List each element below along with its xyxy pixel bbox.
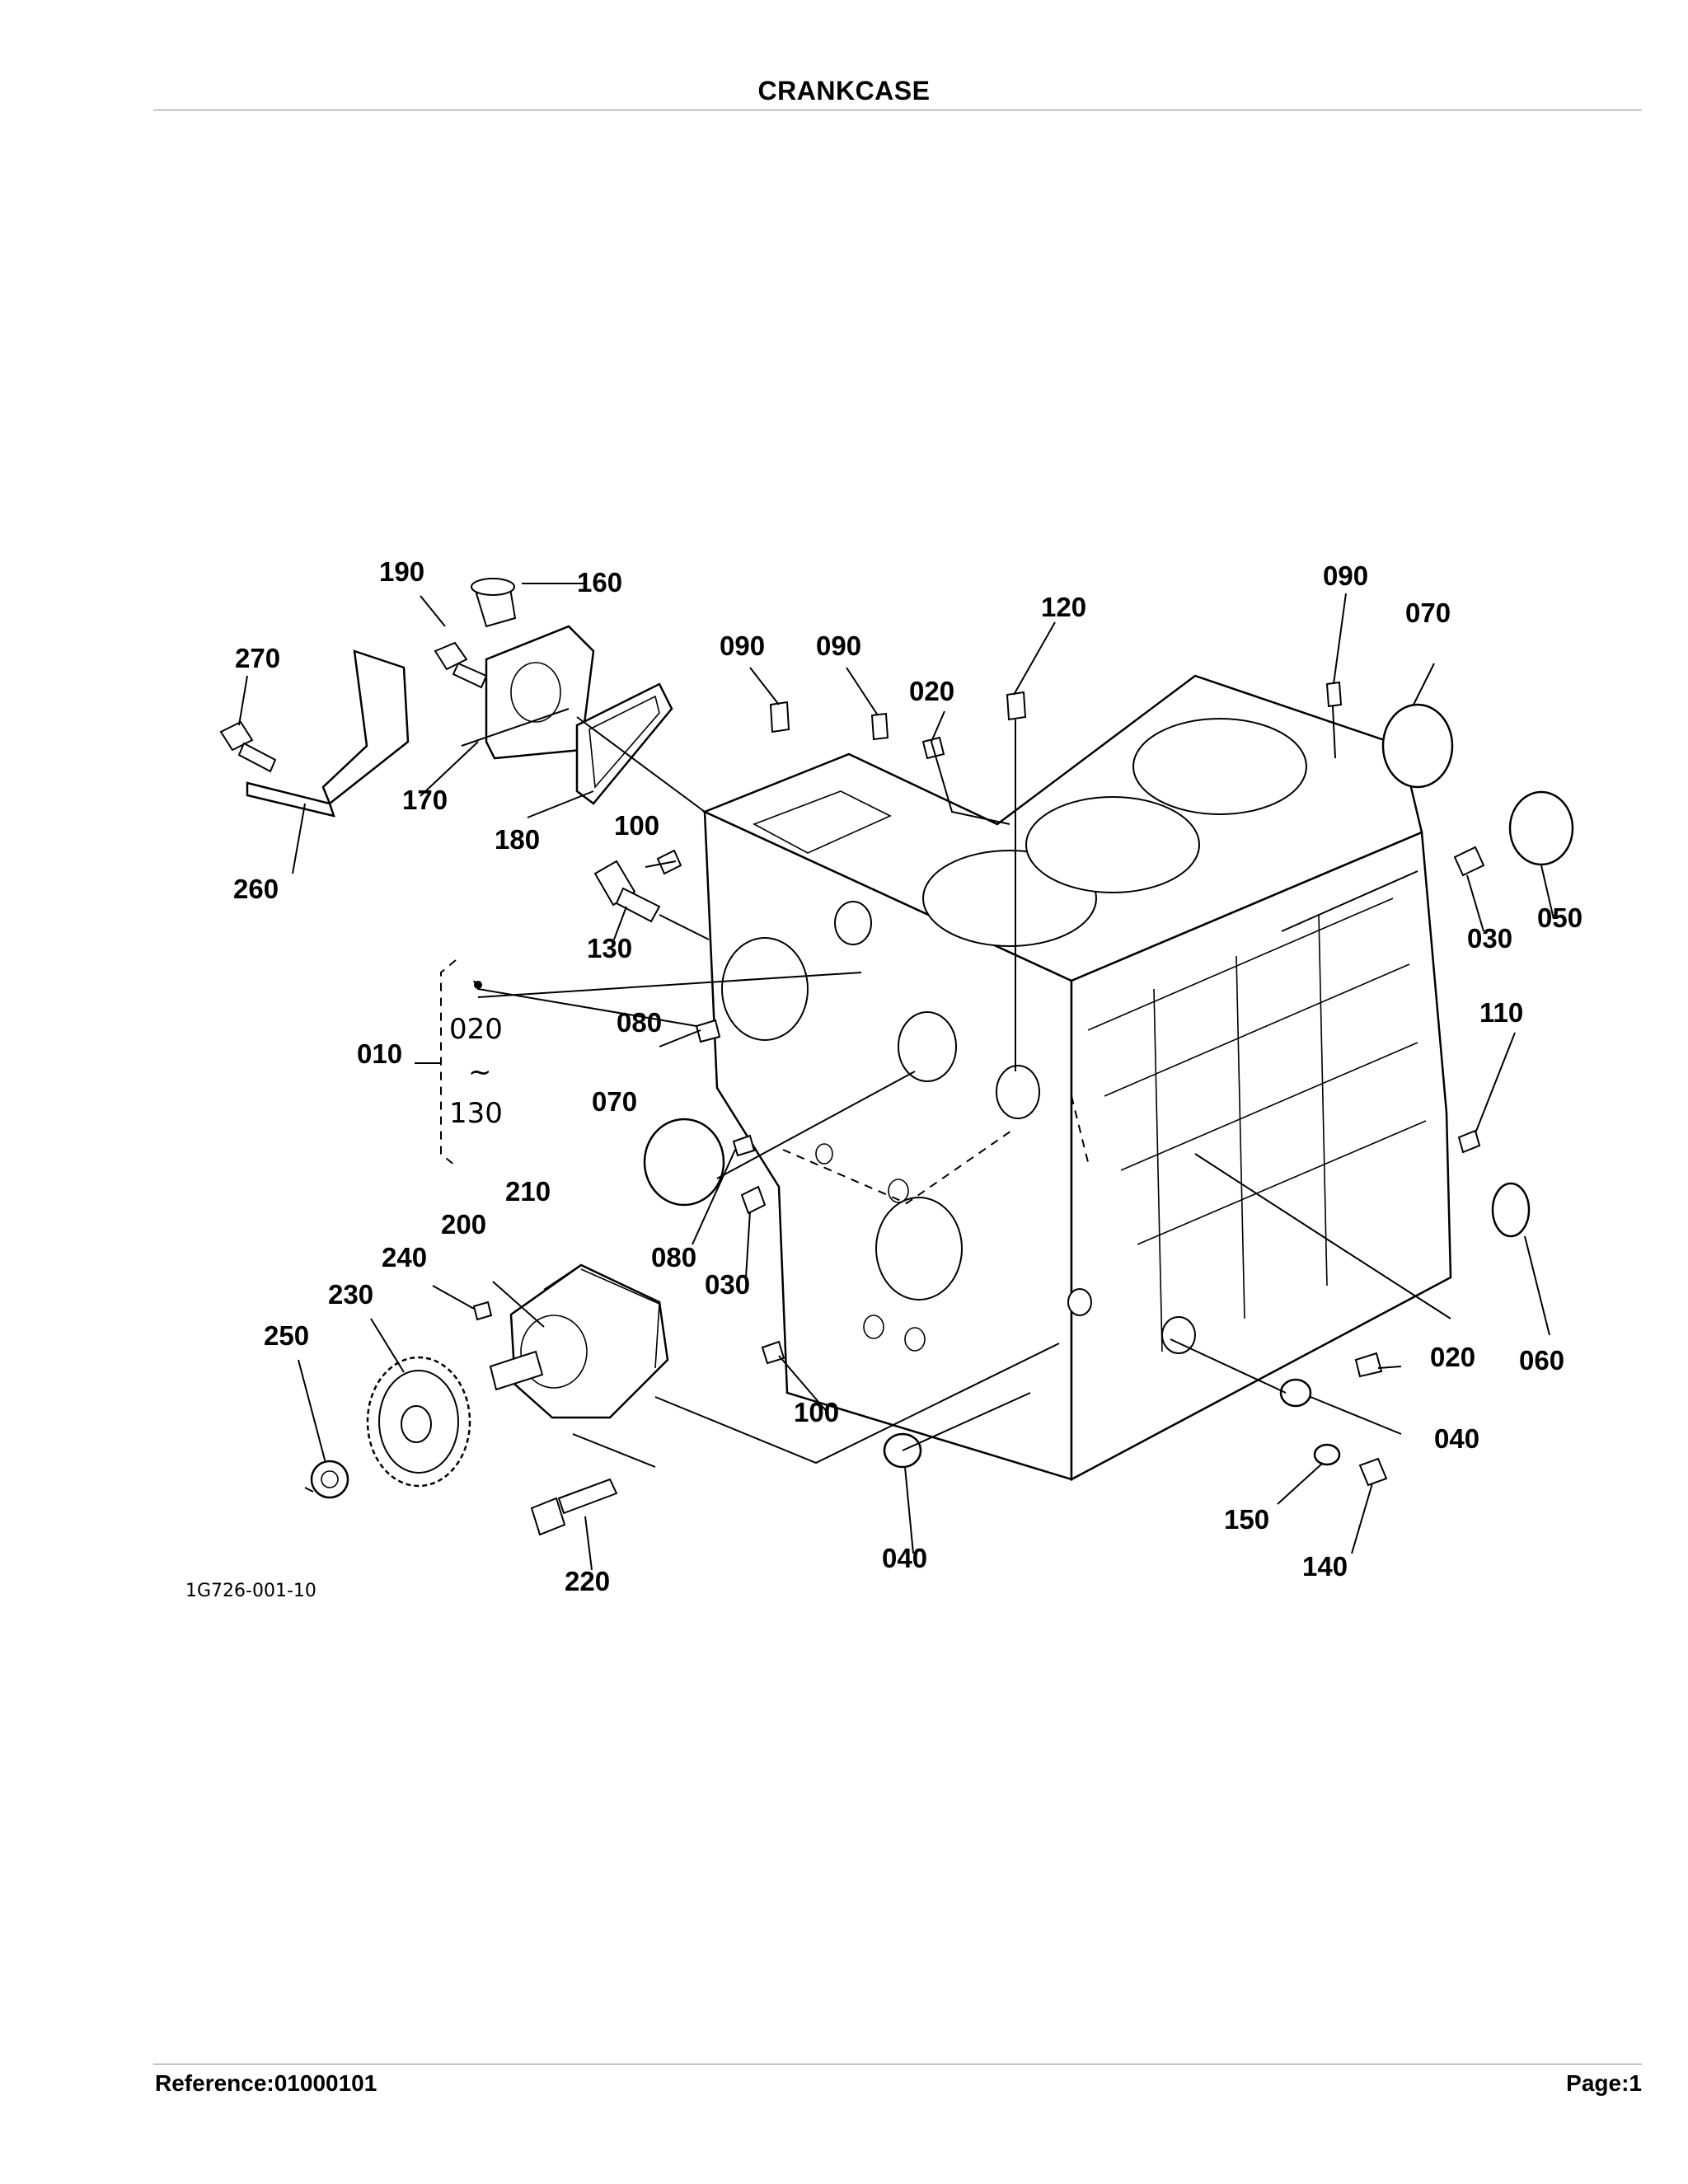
callout-020-top: 020: [909, 676, 954, 706]
callout-100-upper: 100: [614, 810, 659, 841]
callout-040-front: 040: [882, 1543, 927, 1573]
bolt-220: [530, 1478, 618, 1536]
bolt-270: [219, 720, 277, 773]
callout-050: 050: [1537, 902, 1582, 933]
gasket-180: [575, 682, 673, 805]
nut-250: [310, 1460, 349, 1499]
breather-cover-group: [219, 578, 682, 923]
bolt-190: [434, 641, 488, 689]
callout-060: 060: [1519, 1345, 1564, 1376]
range-bracket-010: 020 ~ 130: [415, 959, 503, 1167]
callout-270: 270: [235, 643, 280, 673]
seal-070-front: [643, 1118, 725, 1207]
washer-150: [1313, 1443, 1341, 1466]
plug-040-side: [1279, 1378, 1312, 1408]
callout-090-middle: 090: [816, 630, 861, 661]
callout-260: 260: [233, 874, 279, 904]
callout-230: 230: [328, 1279, 373, 1310]
page-title: CRANKCASE: [757, 76, 931, 105]
callout-070-rear: 070: [1405, 598, 1451, 628]
callout-090-left: 090: [720, 630, 765, 661]
seal-060: [1491, 1182, 1531, 1238]
range-label-tilde: ~: [468, 1056, 492, 1089]
callout-190: 190: [379, 556, 424, 587]
callout-220: 220: [565, 1566, 610, 1596]
pump-body-210: [509, 1263, 669, 1419]
figure-code: 1G726-001-10: [185, 1581, 316, 1601]
callout-030-front: 030: [705, 1269, 750, 1300]
callout-010: 010: [357, 1038, 402, 1069]
fitting-130: [593, 860, 661, 923]
range-label-end: 130: [449, 1097, 503, 1130]
callout-160: 160: [577, 567, 622, 598]
cap-160: [471, 578, 517, 628]
callout-170: 170: [402, 785, 448, 815]
callout-250: 250: [264, 1320, 309, 1351]
callout-210: 210: [505, 1176, 551, 1207]
callout-030-right: 030: [1467, 923, 1512, 954]
crankcase-block: [701, 674, 1452, 1482]
callout-200: 200: [441, 1209, 486, 1240]
range-label-start: 020: [449, 1013, 503, 1046]
callout-120: 120: [1041, 592, 1086, 622]
callout-070-front: 070: [592, 1086, 637, 1117]
callout-020-lower: 020: [1430, 1342, 1475, 1372]
callout-090-right: 090: [1323, 560, 1368, 591]
page-number: Page:1: [1566, 2070, 1642, 2096]
callout-130: 130: [587, 933, 632, 963]
callout-110: 110: [1479, 997, 1523, 1028]
callout-100-lower: 100: [794, 1397, 839, 1427]
callout-080-lower: 080: [651, 1242, 696, 1272]
plug-070-rear: [1381, 703, 1454, 789]
callout-240: 240: [382, 1242, 427, 1272]
callout-150: 150: [1224, 1504, 1269, 1535]
reference-number: Reference:01000101: [155, 2070, 377, 2096]
callout-040-side: 040: [1434, 1423, 1479, 1454]
callout-180: 180: [495, 824, 540, 855]
gear-230: [366, 1356, 471, 1488]
callout-080-upper: 080: [617, 1007, 662, 1038]
oil-pump-group: [310, 1263, 669, 1536]
bracket-260: [246, 649, 410, 818]
plug-050: [1508, 790, 1574, 866]
callout-labels: 190 160 270 170 180 260 090 090 020 120 …: [233, 556, 1582, 1596]
callout-140: 140: [1302, 1551, 1348, 1582]
